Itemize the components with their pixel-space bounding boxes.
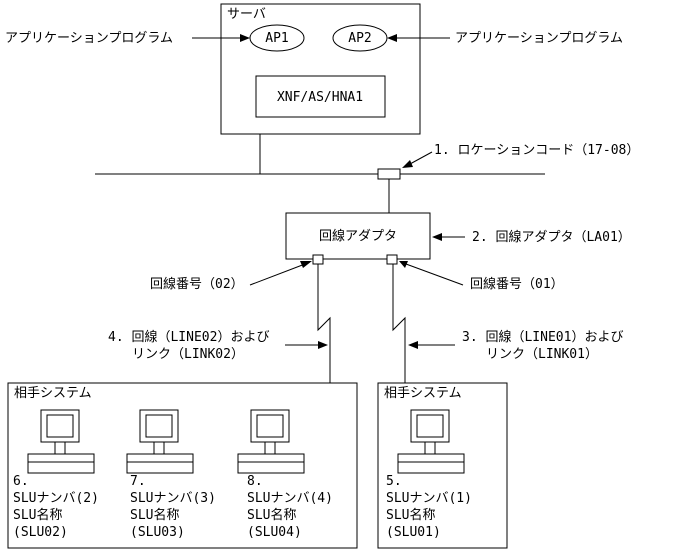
- line-number-right-arrowhead: [399, 261, 408, 268]
- right-app-arrowhead: [387, 34, 397, 42]
- terminal-icon: [397, 409, 465, 474]
- terminal-slu04: 8. SLUナンバ(4) SLU名称 (SLU04): [237, 409, 333, 540]
- callout-line-right-2: リンク（LINK01）: [486, 347, 598, 362]
- terminal-slu02: 6. SLUナンバ(2) SLU名称 (SLU02): [13, 409, 99, 540]
- callout-line-left-2: リンク（LINK02）: [132, 347, 244, 362]
- terminal-slu-number: SLUナンバ(4): [247, 491, 333, 506]
- server-title: サーバ: [227, 7, 266, 22]
- port-left: [312, 254, 324, 265]
- xnf-label: XNF/AS/HNA1: [277, 90, 363, 105]
- ap1-label: AP1: [265, 31, 288, 46]
- location-code-arrowhead: [402, 160, 413, 168]
- callout-location-code: 1. ロケーションコード（17-08）: [434, 143, 639, 158]
- terminal-slu-number: SLUナンバ(3): [130, 491, 216, 506]
- terminal-name-label: SLU名称: [386, 507, 435, 523]
- location-code-connector: [377, 168, 401, 180]
- terminal-icon: [27, 409, 95, 474]
- callout-line-right-arrowhead: [408, 341, 418, 349]
- terminal-slu-name: (SLU02): [13, 525, 68, 540]
- adapter-arrowhead: [432, 233, 442, 241]
- line-number-right-arrow-line: [405, 263, 464, 286]
- port-right: [386, 254, 398, 265]
- terminal-slu-name: (SLU04): [247, 525, 302, 540]
- callout-line-left-1: 4. 回線（LINE02）および: [108, 329, 269, 345]
- xnf-box: [255, 75, 386, 118]
- terminal-no: 6.: [13, 474, 29, 489]
- terminal-icon: [237, 409, 305, 474]
- partner-left-title: 相手システム: [14, 386, 92, 401]
- terminal-name-label: SLU名称: [247, 507, 296, 523]
- line-number-left: 回線番号（02）: [150, 276, 244, 292]
- terminal-slu-name: (SLU01): [386, 525, 441, 540]
- callout-line-left-arrowhead: [318, 341, 328, 349]
- callout-adapter: 2. 回線アダプタ（LA01）: [472, 229, 631, 245]
- callout-line-right-1: 3. 回線（LINE01）および: [462, 329, 623, 345]
- terminal-slu-name: (SLU03): [130, 525, 185, 540]
- terminal-slu03: 7. SLUナンバ(3) SLU名称 (SLU03): [126, 409, 216, 540]
- line-number-right: 回線番号（01）: [470, 276, 564, 292]
- terminal-no: 8.: [247, 474, 263, 489]
- line-number-left-arrowhead: [300, 261, 312, 268]
- terminal-no: 5.: [386, 474, 402, 489]
- terminal-icon: [126, 409, 194, 474]
- terminal-no: 7.: [130, 474, 146, 489]
- terminal-name-label: SLU名称: [130, 507, 179, 523]
- left-app-arrowhead: [240, 34, 250, 42]
- right-app-label: アプリケーションプログラム: [455, 31, 623, 46]
- ap2-label: AP2: [348, 31, 371, 46]
- adapter-box: [285, 212, 431, 260]
- terminal-slu-number: SLUナンバ(1): [386, 491, 472, 506]
- terminal-slu01: 5. SLUナンバ(1) SLU名称 (SLU01): [386, 409, 472, 540]
- terminal-name-label: SLU名称: [13, 507, 62, 523]
- left-app-label: アプリケーションプログラム: [5, 31, 173, 46]
- right-line-zigzag: [392, 264, 406, 383]
- left-line-zigzag: [317, 264, 331, 383]
- location-code-arrow-line: [409, 151, 433, 165]
- adapter-title: 回線アダプタ: [319, 228, 397, 244]
- partner-right-title: 相手システム: [384, 386, 462, 401]
- line-number-left-arrow-line: [249, 263, 306, 286]
- terminal-slu-number: SLUナンバ(2): [13, 491, 99, 506]
